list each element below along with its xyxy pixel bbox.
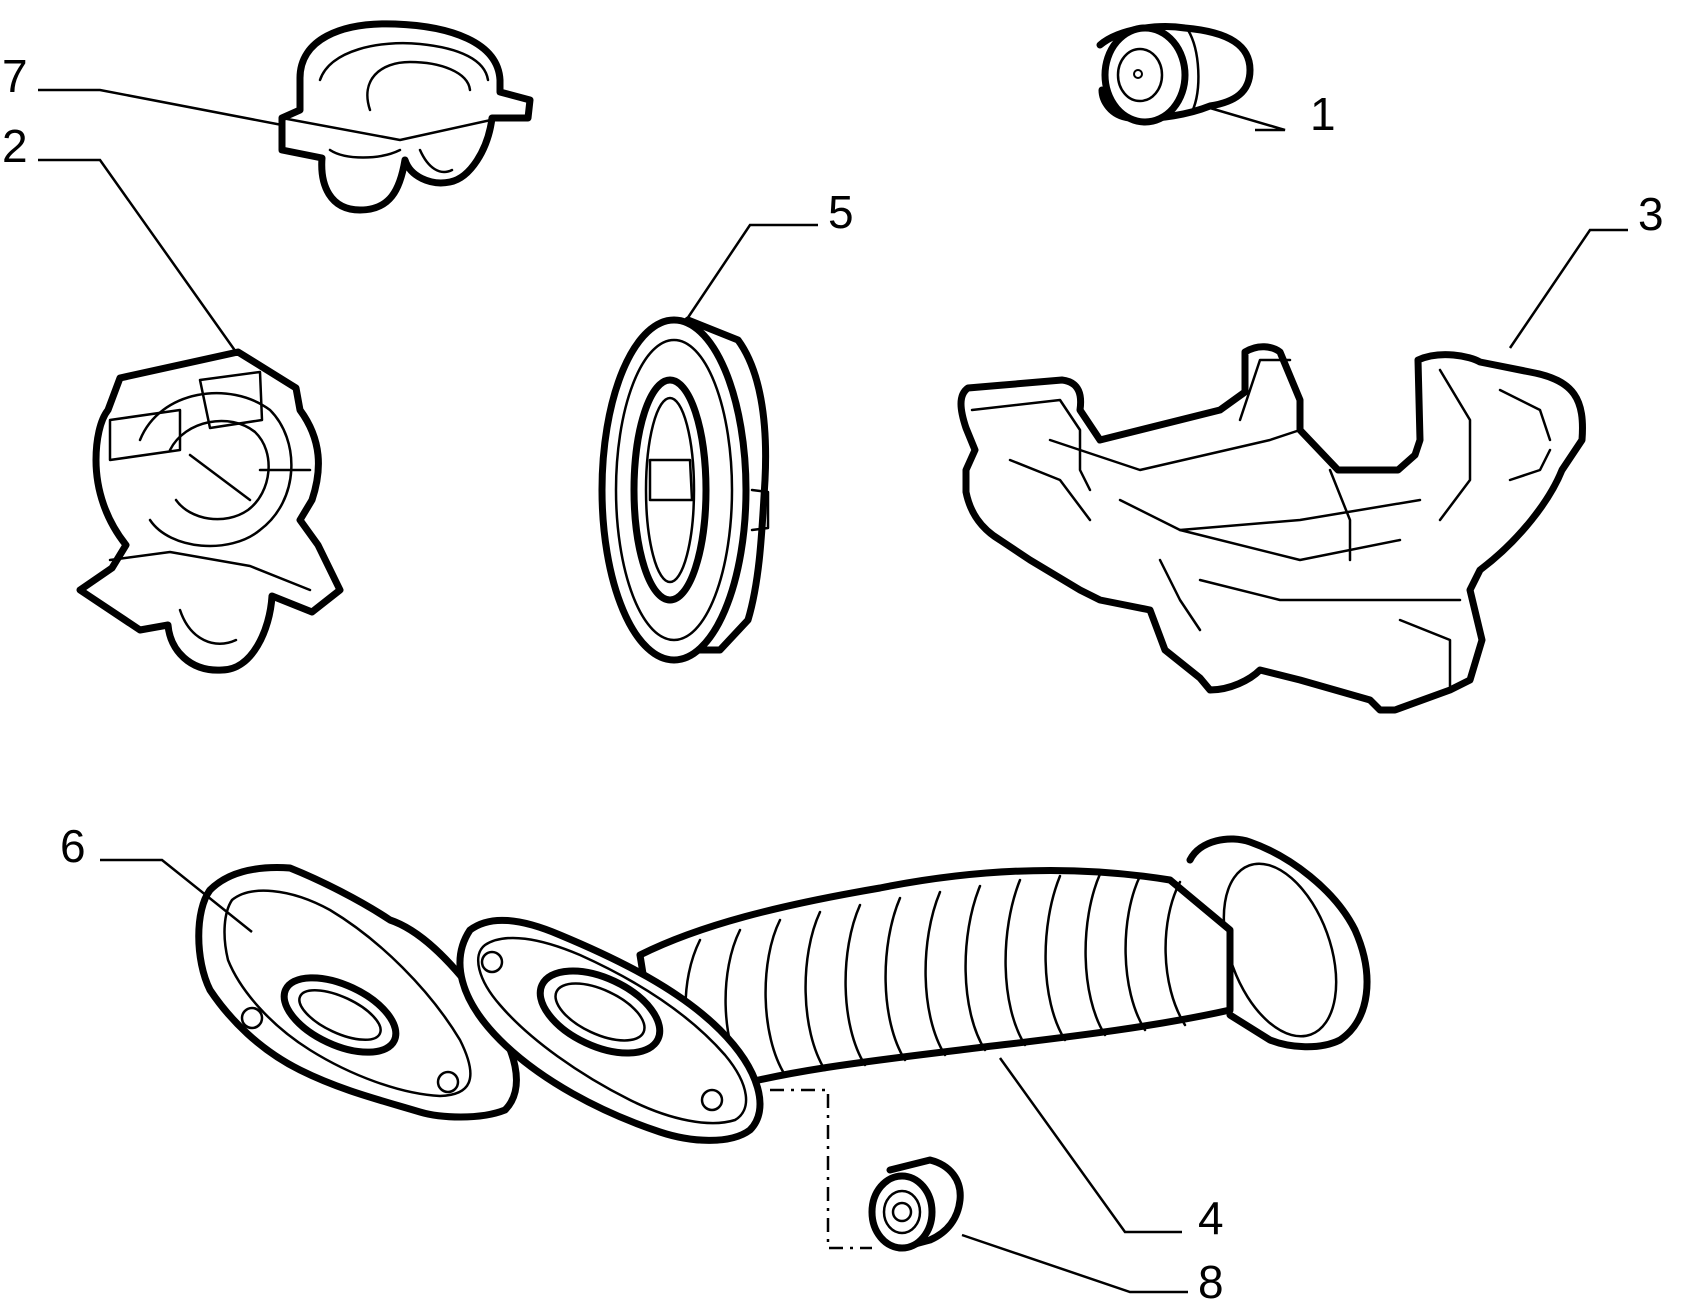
cap-part-1: [1096, 23, 1254, 126]
leader-7: [38, 88, 283, 127]
nut-part-8: [868, 1156, 964, 1252]
bellows-grommet-part-4: [456, 835, 1371, 1144]
leader-8: [961, 1233, 1188, 1294]
leader-1: [1209, 106, 1286, 132]
leader-2: [38, 158, 238, 353]
leader-4: [998, 1057, 1182, 1234]
clip-ring-part-2: [76, 348, 344, 674]
leader-6: [100, 858, 253, 933]
callout-6: 6: [60, 820, 86, 872]
callout-1: 1: [1310, 88, 1336, 140]
centerline-8: [770, 1088, 872, 1250]
leader-3: [1508, 228, 1628, 349]
callout-5: 5: [828, 186, 854, 238]
callout-3: 3: [1638, 188, 1664, 240]
flange-plate-part-6: [195, 864, 520, 1121]
clip-clamp-part-7: [278, 20, 534, 214]
oval-grommet-part-5: [598, 316, 770, 664]
callout-2: 2: [2, 120, 28, 172]
bellows-ribs: [684, 872, 1187, 1087]
leader-5: [683, 223, 818, 323]
callout-labels: 7 2 1 5 3 6 4 8: [2, 50, 1664, 1303]
bracket-part-3: [957, 343, 1586, 714]
callout-4: 4: [1198, 1192, 1224, 1244]
callout-7: 7: [2, 50, 28, 102]
leader-lines: [38, 88, 1628, 1294]
callout-8: 8: [1198, 1256, 1224, 1303]
